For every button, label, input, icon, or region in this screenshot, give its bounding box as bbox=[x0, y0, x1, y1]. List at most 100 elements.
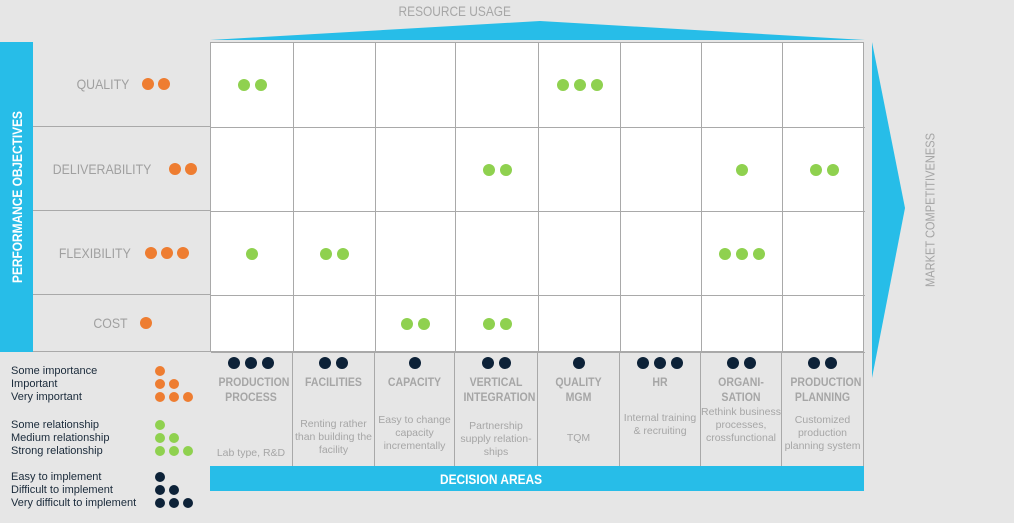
resource-usage-arrow bbox=[210, 21, 865, 40]
dot-icon bbox=[637, 357, 649, 369]
dot-icon bbox=[498, 357, 511, 369]
dot-icon bbox=[183, 392, 193, 402]
dot-icon bbox=[719, 247, 731, 260]
legend-dots bbox=[155, 472, 165, 482]
difficulty-dots bbox=[375, 357, 454, 369]
resource-usage-label: RESOURCE USAGE bbox=[398, 3, 511, 19]
dot-icon bbox=[736, 247, 748, 260]
legend-label: Medium relationship bbox=[11, 432, 110, 444]
dot-icon bbox=[155, 472, 165, 482]
dot-icon bbox=[401, 318, 413, 330]
matrix-cell bbox=[539, 128, 621, 212]
decision-area-name: VERTICAL INTEGRATION bbox=[463, 375, 536, 404]
matrix-cell bbox=[376, 128, 456, 212]
objective-name: QUALITY bbox=[76, 76, 129, 92]
matrix-cell bbox=[294, 43, 376, 128]
market-competitiveness-label: MARKET COMPETITIVENESS bbox=[922, 133, 938, 287]
decision-area-name: PRODUCTION PROCESS bbox=[218, 375, 290, 404]
market-competitiveness-arrow bbox=[872, 42, 905, 378]
dot-icon bbox=[808, 357, 820, 369]
difficulty-dots bbox=[210, 357, 292, 369]
matrix-cell bbox=[783, 296, 865, 353]
dot-icon bbox=[155, 433, 165, 443]
performance-objectives-bar: PERFORMANCE OBJECTIVES bbox=[0, 42, 33, 352]
dot-icon bbox=[237, 79, 250, 91]
dot-icon bbox=[169, 485, 179, 495]
dot-icon bbox=[155, 446, 165, 456]
objective-name: COST bbox=[93, 315, 128, 331]
difficulty-dots bbox=[782, 357, 863, 369]
matrix-cell bbox=[539, 43, 621, 128]
decision-area-description: TQM bbox=[566, 432, 591, 444]
objective-row-label: DELIVERABILITY bbox=[33, 127, 210, 211]
dot-icon bbox=[155, 379, 165, 389]
legend-label: Very important bbox=[11, 391, 82, 403]
legend-dots bbox=[155, 379, 179, 389]
dot-icon bbox=[169, 379, 179, 389]
importance-dots bbox=[139, 317, 152, 329]
matrix-cell bbox=[211, 212, 294, 296]
dot-icon bbox=[155, 392, 165, 402]
legend-dots bbox=[155, 498, 193, 508]
decision-area-description: Partnership supply relation-ships bbox=[460, 420, 532, 458]
matrix-cell bbox=[211, 128, 294, 212]
decision-area-column: ORGANI-SATION Rethink business processes… bbox=[701, 352, 782, 466]
dot-icon bbox=[573, 79, 586, 91]
dot-icon bbox=[499, 318, 512, 330]
legend-label: Some relationship bbox=[11, 419, 100, 431]
dot-icon bbox=[481, 357, 494, 369]
dot-icon bbox=[155, 366, 165, 376]
legend-label: Easy to implement bbox=[11, 471, 102, 483]
matrix-cell bbox=[783, 128, 865, 212]
decision-area-description: Internal training & recruiting bbox=[623, 412, 697, 437]
legend-label: Important bbox=[11, 378, 58, 390]
matrix-cell bbox=[456, 43, 539, 128]
dot-icon bbox=[319, 357, 331, 369]
dot-icon bbox=[736, 163, 748, 176]
difficulty-dots bbox=[455, 357, 537, 369]
dot-icon bbox=[139, 317, 152, 329]
dot-icon bbox=[337, 247, 349, 260]
dot-icon bbox=[572, 357, 585, 369]
dot-icon bbox=[590, 79, 603, 91]
matrix-cell bbox=[702, 296, 783, 353]
matrix-cell bbox=[783, 43, 865, 128]
dot-icon bbox=[145, 246, 158, 259]
matrix-cell bbox=[376, 43, 456, 128]
dot-icon bbox=[142, 78, 155, 90]
difficulty-dots bbox=[620, 357, 700, 369]
legend-label: Strong relationship bbox=[11, 445, 103, 457]
legend-dots bbox=[155, 366, 165, 376]
dot-icon bbox=[826, 163, 839, 176]
decision-area-name: HR bbox=[652, 375, 668, 389]
matrix-cell bbox=[456, 128, 539, 212]
decision-area-description: Customized production planning system bbox=[784, 414, 861, 452]
dot-icon bbox=[183, 446, 193, 456]
decision-area-description: Lab type, R&D bbox=[216, 447, 286, 459]
dot-icon bbox=[753, 247, 765, 260]
matrix-cell bbox=[702, 212, 783, 296]
dot-icon bbox=[184, 162, 197, 175]
decision-area-column: VERTICAL INTEGRATION Partnership supply … bbox=[455, 352, 538, 466]
decision-area-column: FACILITIES Renting rather than building … bbox=[293, 352, 375, 466]
dot-icon bbox=[482, 318, 495, 330]
dot-icon bbox=[825, 357, 837, 369]
matrix-cell bbox=[702, 128, 783, 212]
decision-area-name: ORGANI-SATION bbox=[718, 375, 764, 404]
objective-row-label: QUALITY bbox=[33, 42, 210, 127]
decision-area-name: CAPACITY bbox=[387, 375, 442, 389]
legend-dots bbox=[155, 446, 193, 456]
matrix-cell bbox=[539, 296, 621, 353]
dot-icon bbox=[336, 357, 348, 369]
decision-area-name: FACILITIES bbox=[305, 375, 362, 389]
difficulty-dots bbox=[293, 357, 374, 369]
matrix-cell bbox=[211, 296, 294, 353]
dot-icon bbox=[169, 498, 179, 508]
dot-icon bbox=[408, 357, 421, 369]
dot-icon bbox=[155, 498, 165, 508]
dot-icon bbox=[743, 357, 756, 369]
matrix-cell bbox=[621, 128, 702, 212]
decision-area-description: Rethink business processes, crossfunctio… bbox=[701, 406, 781, 444]
dot-icon bbox=[228, 357, 240, 369]
relationship-matrix bbox=[210, 42, 865, 353]
